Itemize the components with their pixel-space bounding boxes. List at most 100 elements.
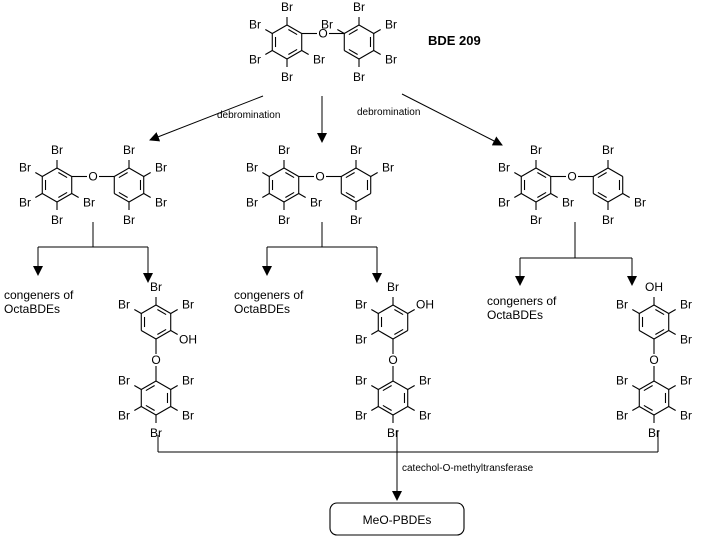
substituent-bond	[514, 172, 522, 177]
bond	[272, 24, 288, 34]
bond	[56, 193, 72, 203]
bromine-atom: Br	[602, 213, 614, 227]
substituent-bond	[371, 309, 379, 314]
oxygen-atom: O	[567, 170, 576, 184]
debromination-arrow-left	[149, 95, 264, 142]
bond	[358, 50, 374, 60]
double-bond	[655, 328, 665, 335]
substituent-bond	[143, 172, 151, 177]
bond	[521, 193, 537, 203]
bond	[378, 330, 394, 340]
hydroxyl-group: OH	[416, 298, 434, 312]
bromine-atom: Br	[281, 70, 293, 84]
congeners-label-right-line1: congeners of	[487, 294, 557, 308]
bromine-atom: Br	[562, 196, 574, 210]
bromine-atom: Br	[498, 161, 510, 175]
substituent-bond	[143, 193, 151, 198]
substituent-bond	[35, 193, 43, 198]
bromine-atom: Br	[385, 53, 397, 67]
bond	[653, 380, 669, 390]
bond	[653, 330, 669, 340]
product-box	[329, 502, 465, 536]
bond	[141, 330, 157, 340]
substituent-bond	[373, 29, 381, 34]
bromine-atom: Br	[616, 374, 628, 388]
bond	[639, 380, 655, 390]
double-bond	[382, 404, 392, 411]
hydroxyl-group: OH	[179, 333, 197, 347]
substituent-bond	[373, 50, 381, 55]
double-bond	[382, 385, 392, 392]
bromine-atom: Br	[155, 196, 167, 210]
bromine-atom: Br	[387, 280, 399, 294]
branch-connector-middle	[262, 222, 382, 283]
bond	[378, 380, 394, 390]
bromine-atom: Br	[350, 213, 362, 227]
bromine-atom: Br	[123, 143, 135, 157]
bond	[114, 193, 130, 203]
enzyme-label: catechol-O-methyltransferase	[402, 463, 534, 474]
bromine-atom: Br	[118, 409, 130, 423]
bromine-atom: Br	[182, 374, 194, 388]
substituent-bond	[134, 309, 142, 314]
bond	[269, 167, 285, 177]
substituent-bond	[668, 330, 676, 335]
oxygen-atom: O	[649, 353, 658, 367]
bromine-atom: Br	[249, 18, 261, 32]
congeners-label-right-line2: OctaBDEs	[487, 308, 543, 322]
branch-connector-left	[33, 222, 153, 283]
double-bond	[285, 191, 295, 198]
substituent-bond	[71, 193, 79, 198]
double-bond	[345, 172, 355, 179]
bond	[42, 193, 58, 203]
substituent-bond	[35, 172, 43, 177]
bond	[286, 50, 302, 60]
oxygen-atom: O	[151, 353, 160, 367]
bond	[392, 406, 408, 416]
substituent-bond	[622, 193, 630, 198]
bond	[535, 167, 551, 177]
bond	[155, 406, 171, 416]
bromine-atom: Br	[353, 0, 365, 14]
bond	[378, 304, 394, 314]
bromine-atom: Br	[355, 298, 367, 312]
substituent-bond	[262, 193, 270, 198]
double-bond	[348, 48, 358, 55]
bond	[56, 167, 72, 177]
double-bond	[345, 191, 355, 198]
bond	[141, 380, 157, 390]
bromine-atom: Br	[182, 409, 194, 423]
bond	[607, 193, 623, 203]
bond	[521, 167, 537, 177]
bromine-atom: Br	[680, 409, 692, 423]
substituent-bond	[301, 50, 309, 55]
bond	[141, 304, 157, 314]
substituent-bond	[371, 330, 379, 335]
bond	[653, 406, 669, 416]
double-bond	[145, 385, 155, 392]
substituent-bond	[668, 309, 676, 314]
double-bond	[145, 404, 155, 411]
bromine-atom: Br	[155, 161, 167, 175]
bromine-atom: Br	[530, 143, 542, 157]
double-bond	[157, 309, 167, 316]
bromine-atom: Br	[616, 409, 628, 423]
substituent-bond	[632, 309, 640, 314]
bromine-atom: Br	[385, 18, 397, 32]
bromine-atom: Br	[246, 196, 258, 210]
double-bond	[394, 328, 404, 335]
bond	[341, 167, 357, 177]
bond	[639, 406, 655, 416]
substituent-bond	[371, 385, 379, 390]
oxygen-atom: O	[388, 353, 397, 367]
bromine-atom: Br	[118, 298, 130, 312]
double-bond	[348, 29, 358, 36]
bromine-atom: Br	[278, 213, 290, 227]
substituent-bond	[370, 172, 378, 177]
bond	[286, 24, 302, 34]
bromine-atom: Br	[355, 409, 367, 423]
bromine-atom: Br	[278, 143, 290, 157]
